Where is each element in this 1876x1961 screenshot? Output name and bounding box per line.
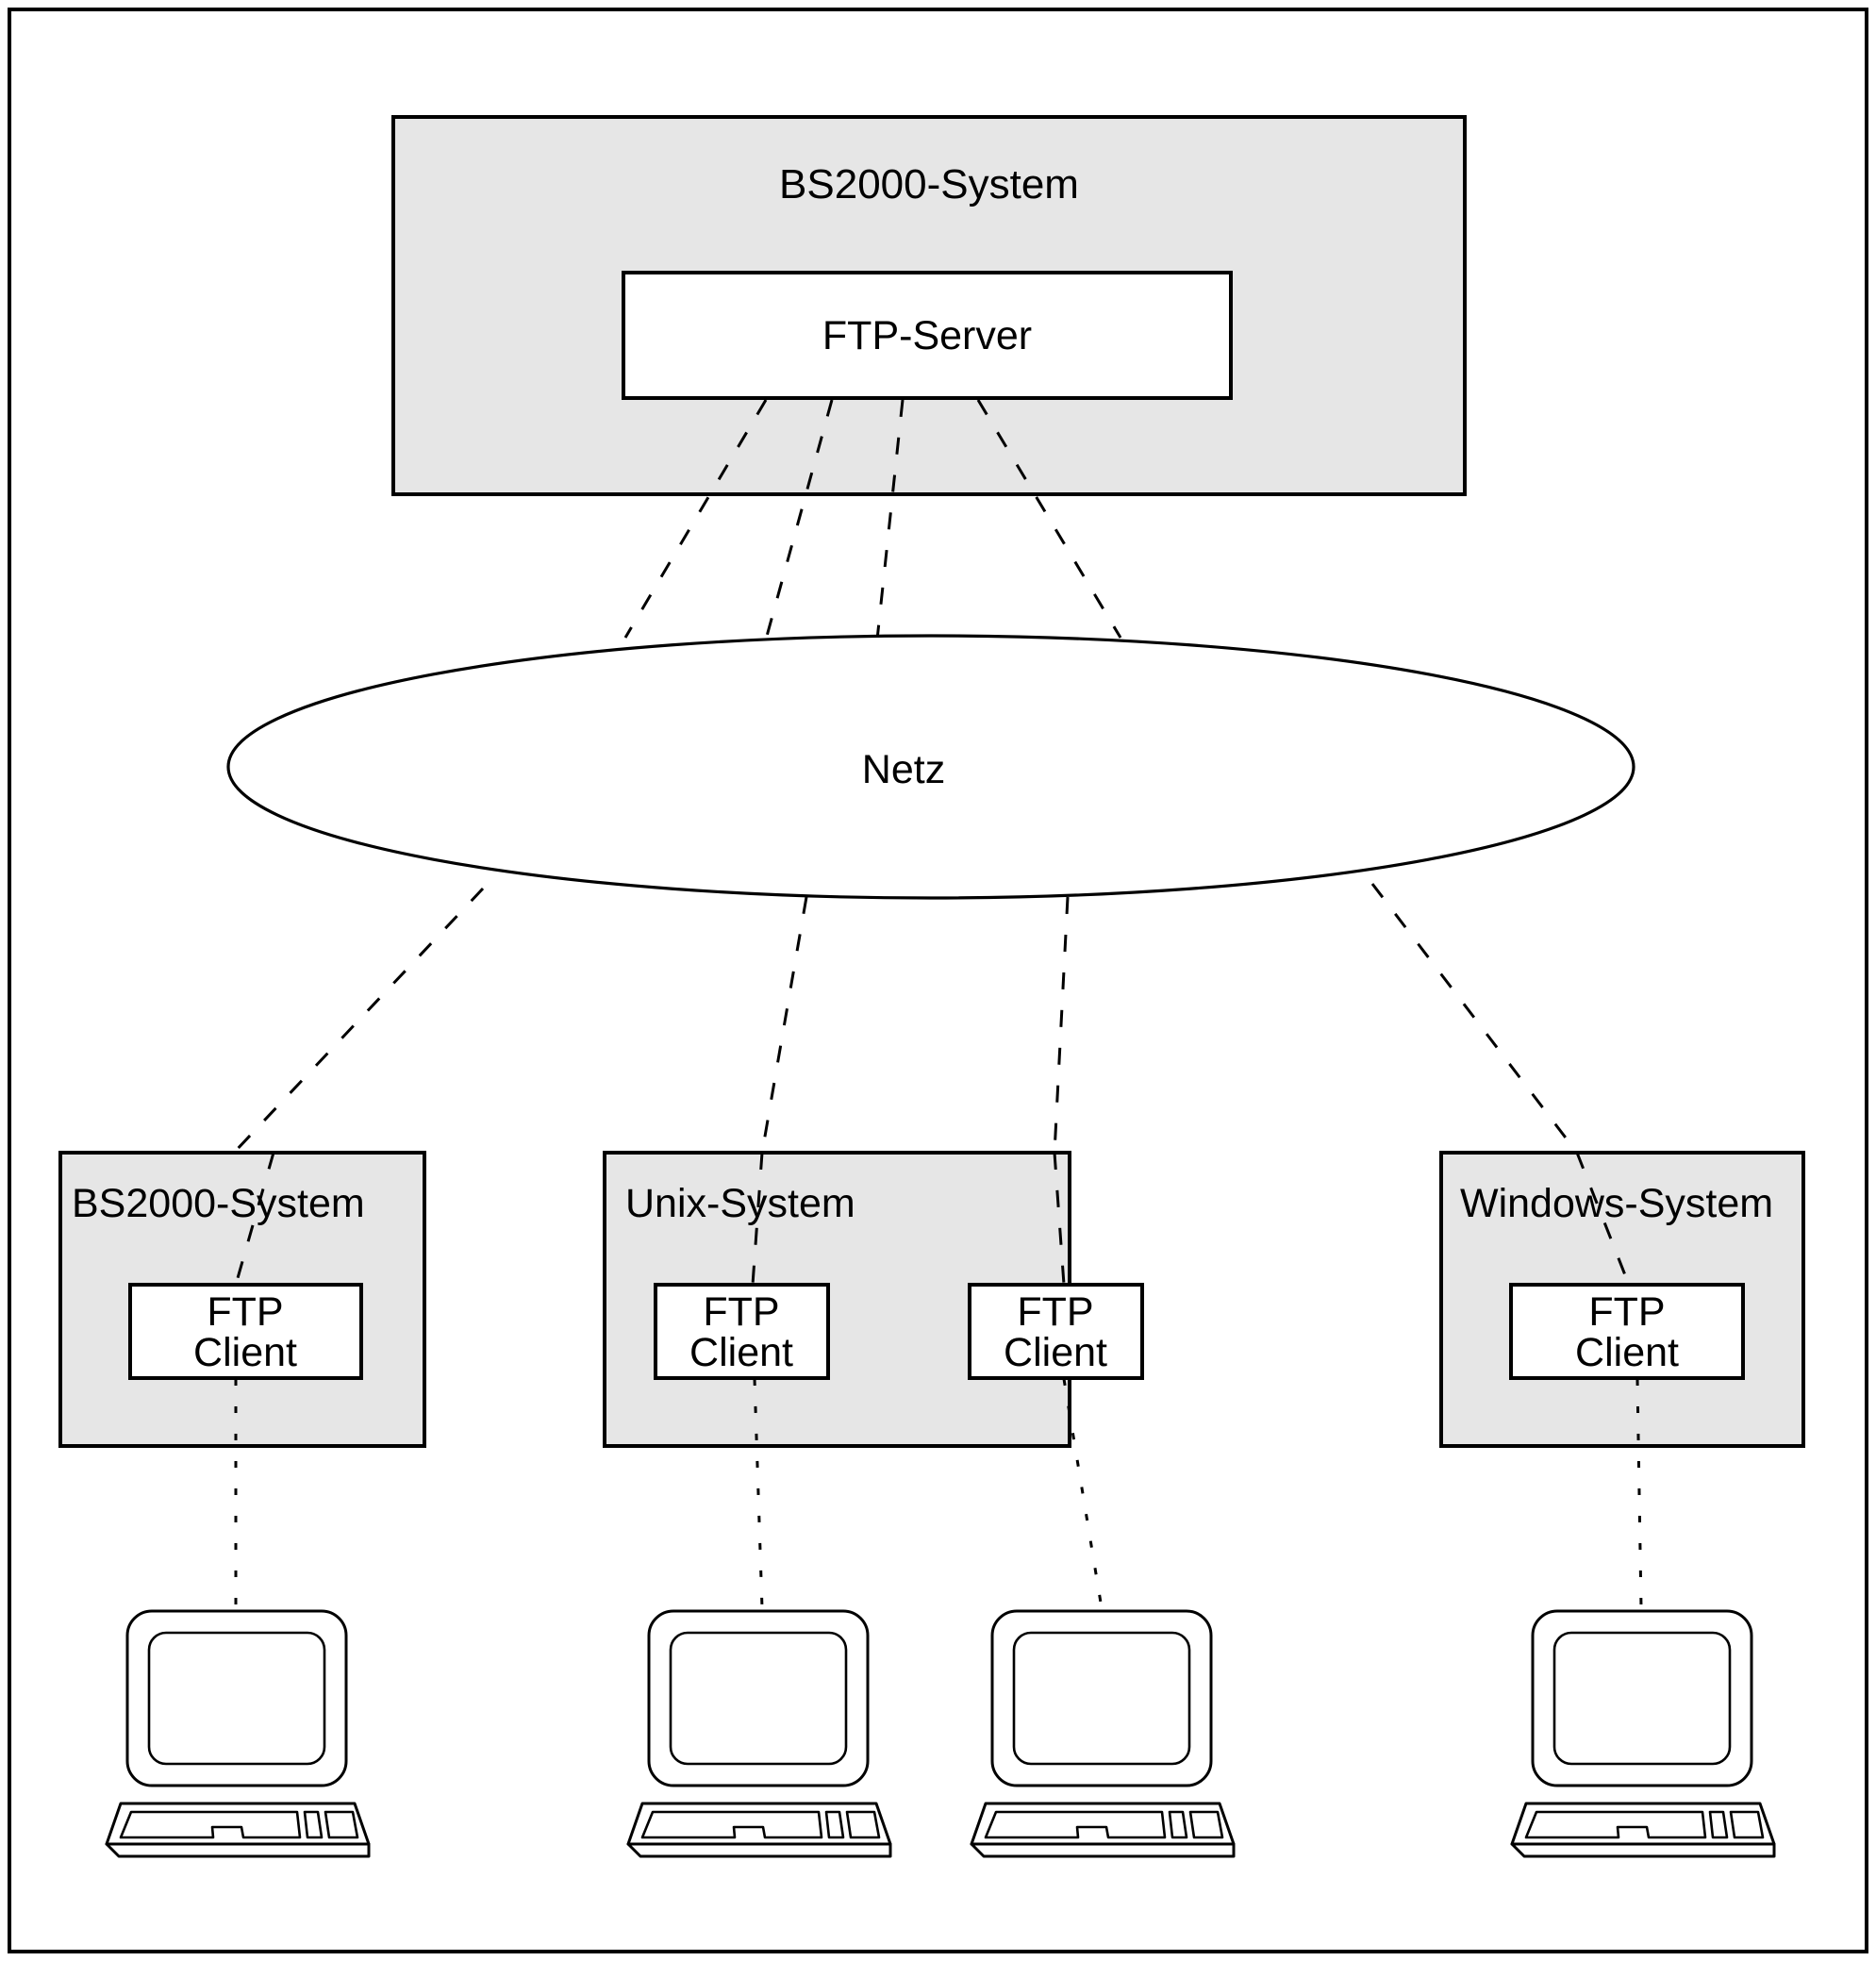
link-server-to-net-2 [764,399,834,640]
ftp-client-box-windows [1509,1283,1745,1380]
keyboard-keys-main-unix-1 [640,1810,823,1839]
ftp-client-label-line1-bs2000: FTP [207,1289,283,1335]
link-server-to-net-4 [976,399,1122,639]
ftp-client-box-bs2000 [128,1283,363,1380]
link-net-to-unix-client-1 [760,896,808,1154]
ftp-client-box-unix-1 [654,1283,830,1380]
link-net-to-bs2000-client [232,887,485,1155]
ftp-server-label: FTP-Server [822,313,1032,358]
keyboard-keys-mid-unix-2 [1168,1810,1188,1839]
ftp-client-label-line1-windows: FTP [1588,1289,1665,1335]
client-system-label-windows: Windows-System [1460,1181,1773,1226]
keyboard-edge-windows [1510,1842,1776,1858]
client-system-label-unix: Unix-System [625,1181,855,1226]
monitor-screen-unix-2 [1012,1631,1191,1766]
keyboard-keys-main-bs2000 [119,1810,302,1839]
keyboard-keys-main-unix-2 [984,1810,1167,1839]
monitor-screen-unix-1 [669,1631,848,1766]
link-server-to-net-1 [623,399,768,639]
network-ellipse [226,634,1635,900]
server-system-label: BS2000-System [779,161,1079,208]
client-system-label-bs2000: BS2000-System [72,1181,365,1226]
link-unix-client-1-to-terminal [753,1378,764,1609]
link-unix-client-2-to-terminal [1062,1378,1104,1609]
keyboard-keys-mid-bs2000 [303,1810,324,1839]
terminal-unix-2 [970,1609,1236,1858]
keyboard-keys-right-bs2000 [324,1810,359,1839]
ftp-server-box [622,271,1233,400]
terminal-unix-1 [626,1609,892,1858]
monitor-screen-windows [1552,1631,1732,1766]
terminal-windows [1510,1609,1776,1858]
keyboard-keys-main-windows [1524,1810,1707,1839]
ftp-client-label-line2-unix-1: Client [689,1330,793,1375]
keyboard-keys-right-unix-1 [845,1810,881,1839]
keyboard-edge-unix-2 [970,1842,1236,1858]
ftp-client-label-line1-unix-1: FTP [703,1289,779,1335]
keyboard-keys-mid-unix-1 [824,1810,845,1839]
network-label: Netz [862,747,945,792]
keyboard-edge-bs2000 [105,1842,371,1858]
keyboard-edge-unix-1 [626,1842,892,1858]
monitor-screen-bs2000 [147,1631,326,1766]
terminal-bs2000 [105,1609,371,1858]
ftp-client-label-line2-unix-2: Client [1004,1330,1107,1375]
server-system-box [391,115,1467,496]
link-inside-windows-to-client [1575,1152,1631,1286]
link-windows-client-to-terminal [1635,1378,1643,1609]
link-server-to-net-3 [875,399,905,640]
keyboard-keys-mid-windows [1708,1810,1729,1839]
ftp-client-box-unix-2 [968,1283,1144,1380]
ftp-client-label-line1-unix-2: FTP [1017,1289,1093,1335]
ftp-client-label-line2-bs2000: Client [193,1330,297,1375]
page-border [8,8,1868,1953]
link-inside-bs2000-to-client [234,1152,275,1286]
ftp-client-label-line2-windows: Client [1575,1330,1679,1375]
link-net-to-unix-client-2 [1053,896,1070,1154]
link-net-to-windows-client [1370,883,1579,1154]
keyboard-keys-right-windows [1729,1810,1765,1839]
keyboard-keys-right-unix-2 [1188,1810,1224,1839]
